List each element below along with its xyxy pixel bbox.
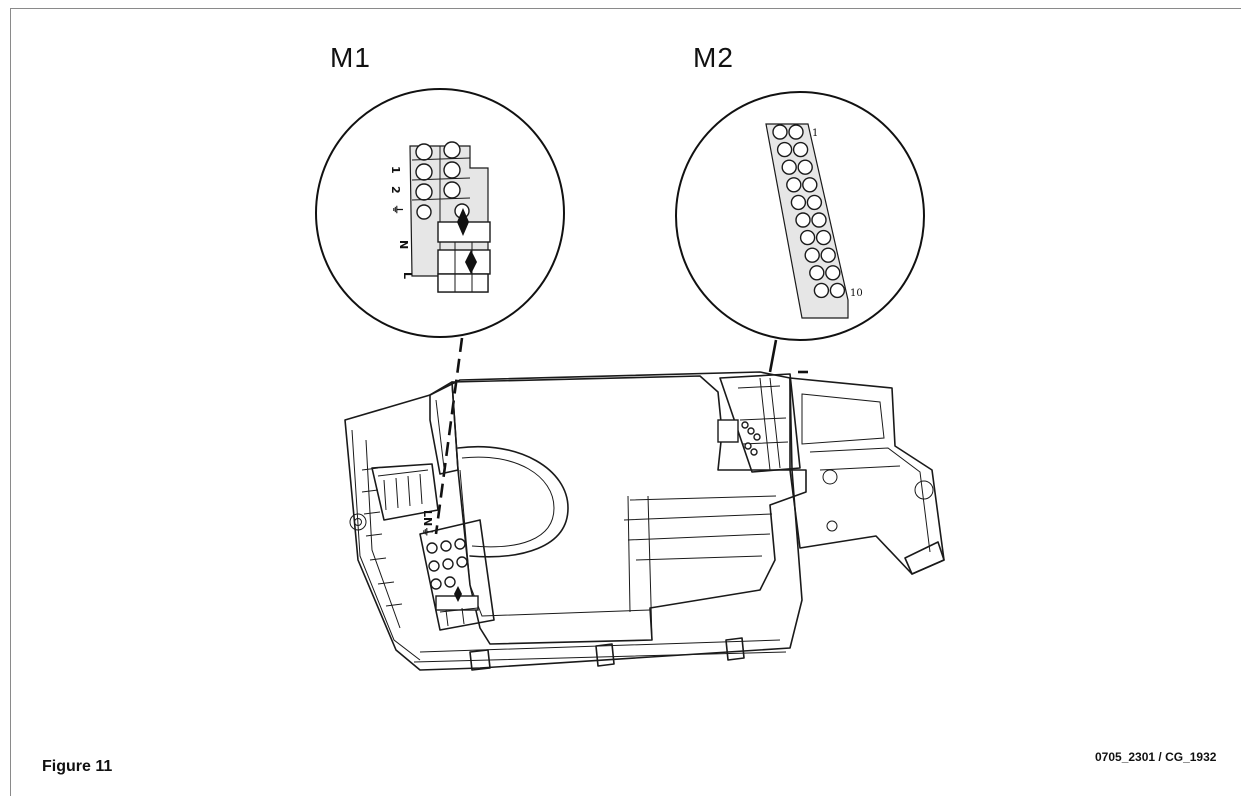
m1-label-earth: ⏚	[391, 204, 404, 215]
callout-label-m2: M2	[693, 42, 734, 73]
m2-screw-5-2	[806, 194, 823, 211]
m2-screw-8-1	[804, 247, 820, 263]
m1-terminal-on-device	[419, 519, 495, 631]
m2-screw-5-1	[790, 194, 807, 211]
m2-screw-2-2	[792, 141, 809, 158]
m2-pin-label-10: 10	[850, 288, 863, 299]
control-box: LN⏚	[344, 371, 945, 671]
m1-label-2: 2	[389, 186, 402, 194]
m2-screw-8-2	[820, 247, 836, 263]
m2-terminal-block	[765, 123, 849, 319]
m2-screw-7-1	[799, 229, 816, 246]
m2-screw-1-2	[788, 124, 804, 140]
m2-terminal-on-device	[717, 373, 801, 473]
m2-screw-7-2	[815, 229, 832, 246]
m2-magnifier: 1 10	[675, 91, 925, 341]
m1-magnifier: 1 2 ⏚ N L	[315, 88, 565, 338]
reference-code: 0705_2301 / CG_1932	[1095, 750, 1217, 764]
m2-screw-3-2	[797, 159, 813, 175]
m2-screw-2-1	[776, 141, 793, 158]
figure-frame	[10, 8, 1241, 796]
m2-screw-4-1	[786, 177, 802, 193]
m1-label-n: N	[397, 240, 410, 249]
m2-screw-6-2	[811, 212, 827, 228]
m2-leader-line	[768, 339, 778, 373]
m2-screw-1-1	[772, 124, 788, 140]
m2-screw-4-2	[802, 177, 818, 193]
m2-screw-3-1	[781, 159, 797, 175]
figure-caption: Figure 11	[42, 758, 113, 775]
callout-label-m1: M1	[330, 42, 371, 73]
m2-screw-10-1	[813, 282, 830, 299]
m1-terminal-block	[409, 141, 491, 293]
m1-terminal-labels: 1 2 ⏚ N L	[389, 166, 414, 279]
device-marking-ln: LN⏚	[421, 510, 434, 537]
m2-screw-9-1	[809, 265, 825, 281]
m1-label-l: L	[401, 272, 414, 279]
m2-screw-9-2	[825, 265, 841, 281]
m2-screw-6-1	[795, 212, 811, 228]
m1-label-1: 1	[389, 166, 402, 174]
m1-leader-line	[434, 337, 464, 535]
m2-screw-10-2	[829, 282, 846, 299]
m2-pin-label-1: 1	[812, 128, 818, 139]
